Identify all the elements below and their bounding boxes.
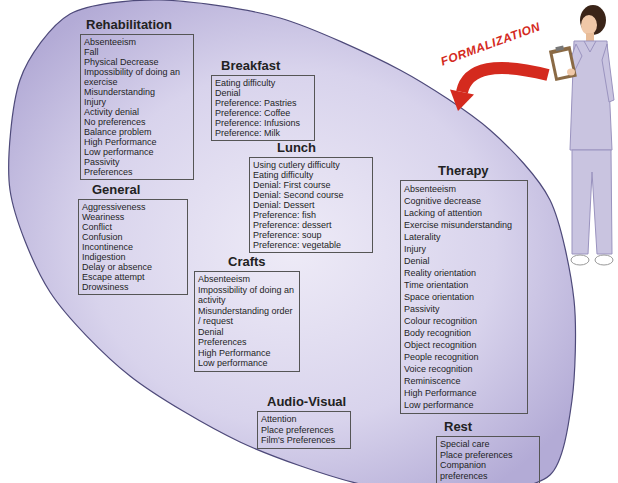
list-item: Denial: Second course xyxy=(253,190,369,200)
list-item: Preference: Pastries xyxy=(215,98,311,108)
list-item: Drowsiness xyxy=(82,282,184,292)
list-item: Lacking of attention xyxy=(404,207,524,219)
list-item: Misunderstanding order / request xyxy=(198,306,296,327)
list-item: Body recognition xyxy=(404,327,524,339)
item-list-box: Special carePlace preferencesCompanion p… xyxy=(436,436,540,483)
list-item: Preference: dessert xyxy=(253,220,369,230)
list-item: Delay or absence xyxy=(82,262,184,272)
category-heading: Rest xyxy=(436,419,540,434)
list-item: Special care xyxy=(440,439,536,450)
list-item: Fall xyxy=(84,47,190,57)
category-heading: Audio-Visual xyxy=(257,394,351,409)
formalization-arrow xyxy=(450,68,548,111)
list-item: Colour recognition xyxy=(404,315,524,327)
category-group: LunchUsing cutlery difficultyEating diff… xyxy=(249,140,373,253)
item-list-box: AggressivenessWearinessConflictConfusion… xyxy=(78,199,188,295)
category-heading: Lunch xyxy=(249,140,373,155)
category-group: TherapyAbsenteeismCognitive decreaseLack… xyxy=(400,163,528,414)
list-item: Absenteeism xyxy=(404,183,524,195)
item-list-box: AbsenteeismFallPhysical DecreaseImpossib… xyxy=(80,34,194,180)
list-item: Injury xyxy=(84,97,190,107)
list-item: Injury xyxy=(404,243,524,255)
item-list-box: Eating difficultyDenialPreference: Pastr… xyxy=(211,75,315,141)
list-item: Indigestion xyxy=(82,252,184,262)
list-item: Place preferences xyxy=(261,425,347,436)
list-item: Absenteeism xyxy=(198,274,296,285)
item-list-box: AbsenteeismCognitive decreaseLacking of … xyxy=(400,180,528,414)
category-group: RestSpecial carePlace preferencesCompani… xyxy=(436,419,540,483)
list-item: Preferences xyxy=(198,337,296,348)
list-item: Companion preferences xyxy=(440,460,536,481)
list-item: Reality orientation xyxy=(404,267,524,279)
list-item: Laterality xyxy=(404,231,524,243)
list-item: Eating difficulty xyxy=(253,170,369,180)
list-item: Object recognition xyxy=(404,339,524,351)
item-list-box: AbsenteeismImpossibility of doing an act… xyxy=(194,271,300,372)
list-item: Denial xyxy=(215,88,311,98)
nurse-figure xyxy=(548,5,614,265)
list-item: Conflict xyxy=(82,222,184,232)
list-item: High Performance xyxy=(198,348,296,359)
category-heading: Crafts xyxy=(194,254,300,269)
list-item: Impossibility of doing an exercise xyxy=(84,67,190,87)
category-heading: Therapy xyxy=(400,163,528,178)
list-item: Physical Decrease xyxy=(84,57,190,67)
list-item: Eating difficulty xyxy=(215,78,311,88)
list-item: Time orientation xyxy=(404,279,524,291)
category-heading: Rehabilitation xyxy=(80,17,194,32)
list-item: Space orientation xyxy=(404,291,524,303)
list-item: Activity denial xyxy=(84,107,190,117)
item-list-box: Using cutlery difficultyEating difficult… xyxy=(249,157,373,253)
list-item: High Performance xyxy=(404,387,524,399)
list-item: Reminiscence xyxy=(404,375,524,387)
item-list-box: AttentionPlace preferencesFilm's Prefere… xyxy=(257,411,351,449)
list-item: Misunderstanding xyxy=(84,87,190,97)
category-group: Audio-VisualAttentionPlace preferencesFi… xyxy=(257,394,351,449)
list-item: Balance problem xyxy=(84,127,190,137)
list-item: Confusion xyxy=(82,232,184,242)
list-item: Denial: First course xyxy=(253,180,369,190)
list-item: No preferences xyxy=(84,117,190,127)
list-item: Low performance xyxy=(404,399,524,411)
list-item: Attention xyxy=(261,414,347,425)
list-item: Preference: fish xyxy=(253,210,369,220)
category-group: GeneralAggressivenessWearinessConflictCo… xyxy=(78,182,188,295)
category-group: CraftsAbsenteeismImpossibility of doing … xyxy=(194,254,300,372)
list-item: Passivity xyxy=(404,303,524,315)
list-item: Preference: Milk xyxy=(215,128,311,138)
list-item: Passivity xyxy=(84,157,190,167)
list-item: Absenteeism xyxy=(84,37,190,47)
list-item: Voice recognition xyxy=(404,363,524,375)
list-item: Preference: Infusions xyxy=(215,118,311,128)
list-item: Low performance xyxy=(84,147,190,157)
list-item: Incontinence xyxy=(82,242,184,252)
category-heading: General xyxy=(78,182,188,197)
list-item: Place preferences xyxy=(440,450,536,461)
list-item: Using cutlery difficulty xyxy=(253,160,369,170)
list-item: Preferences xyxy=(84,167,190,177)
list-item: Denial: Dessert xyxy=(253,200,369,210)
list-item: Low performance xyxy=(198,358,296,369)
domain-ellipse xyxy=(9,0,576,483)
list-item: Aggressiveness xyxy=(82,202,184,212)
list-item: Escape attempt xyxy=(82,272,184,282)
category-group: RehabilitationAbsenteeismFallPhysical De… xyxy=(80,17,194,180)
list-item: Denial xyxy=(198,327,296,338)
category-group: BreakfastEating difficultyDenialPreferen… xyxy=(211,58,315,141)
formalization-label: FORMALIZATION xyxy=(438,19,541,68)
list-item: Weariness xyxy=(82,212,184,222)
list-item: Preference: Coffee xyxy=(215,108,311,118)
list-item: Impossibility of doing an activity xyxy=(198,285,296,306)
category-heading: Breakfast xyxy=(211,58,315,73)
list-item: Exercise misunderstanding xyxy=(404,219,524,231)
list-item: Film's Preferences xyxy=(261,435,347,446)
list-item: Preference: soup xyxy=(253,230,369,240)
list-item: High Performance xyxy=(84,137,190,147)
list-item: Cognitive decrease xyxy=(404,195,524,207)
list-item: Preference: vegetable xyxy=(253,240,369,250)
list-item: People recognition xyxy=(404,351,524,363)
list-item: Denial xyxy=(404,255,524,267)
